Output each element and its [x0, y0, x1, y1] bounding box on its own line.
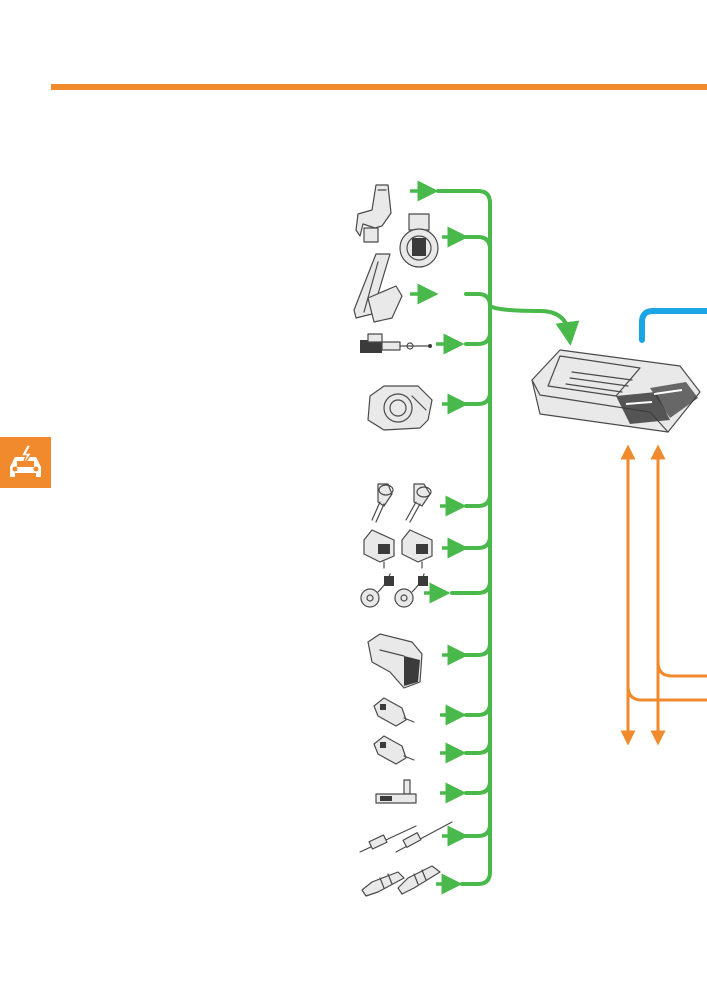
exhaust-temperature-sensor-pair-icon — [359, 821, 453, 853]
brake-pedal-switch-icon — [360, 333, 432, 353]
section-badge — [0, 437, 51, 488]
hall-sensor-pair-icon — [363, 529, 433, 569]
throttle-body-icon — [367, 385, 433, 431]
sensor-arrows — [410, 180, 469, 895]
oil-pressure-switch-icon — [373, 697, 415, 727]
knock-sensor-pair-icon — [360, 573, 428, 608]
fuel-pressure-sender-icon — [373, 735, 415, 765]
top-accent-rule — [51, 84, 707, 90]
air-mass-meter-icon — [399, 213, 439, 268]
car-electrical-icon — [10, 444, 41, 477]
engine-control-unit-icon — [531, 349, 701, 433]
green-signal-bus — [436, 189, 580, 886]
blue-bus-line — [639, 308, 707, 343]
lambda-probe-pair-icon — [361, 865, 441, 897]
temperature-sensor-pair-icon — [371, 483, 432, 523]
pressure-sensor-icon — [367, 633, 423, 689]
level-sensor-icon — [375, 779, 417, 804]
orange-output-lines — [620, 444, 707, 746]
accelerator-pedal-icon — [353, 253, 403, 323]
crankshaft-position-sensor-icon — [355, 184, 392, 243]
